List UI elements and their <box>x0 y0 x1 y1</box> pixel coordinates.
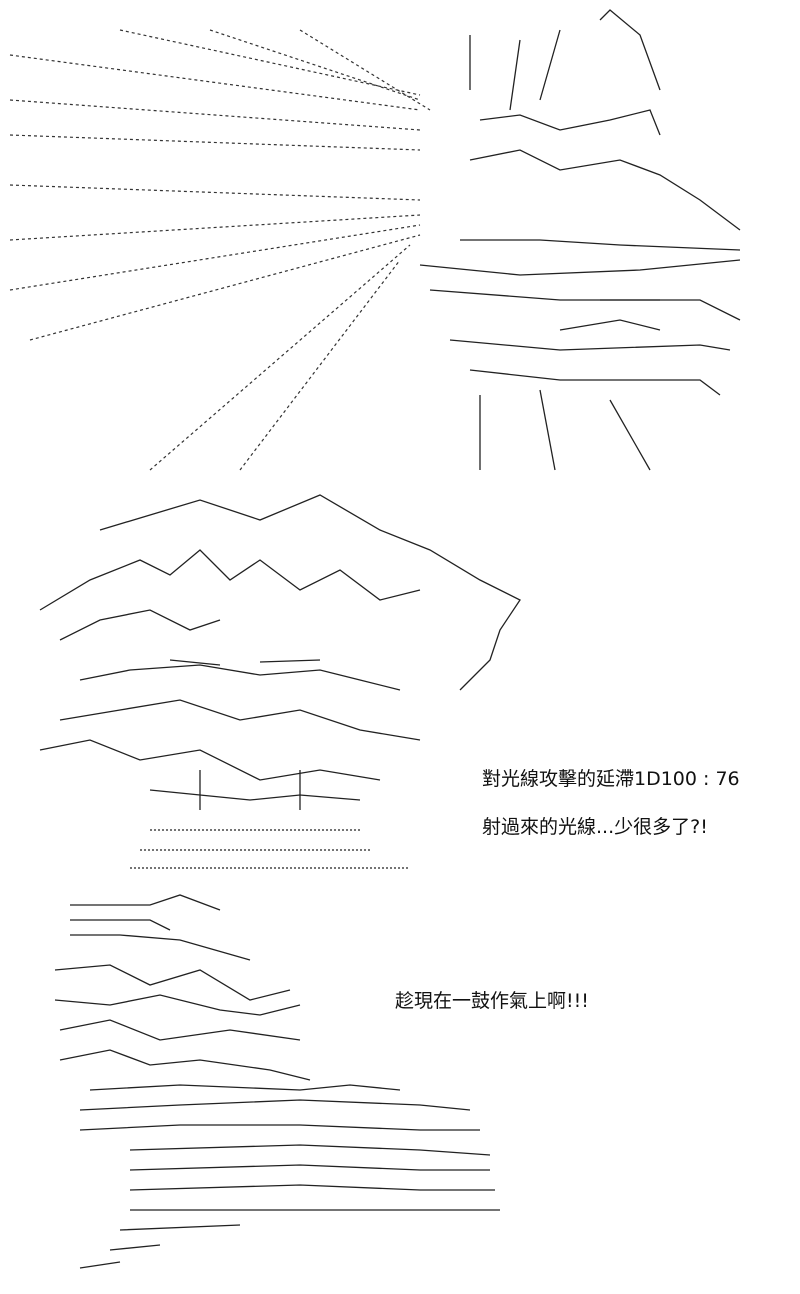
panel-2-caption-line-1: 對光線攻擊的延滯1D100 : 76 <box>482 768 740 790</box>
panel-1-art <box>0 0 800 485</box>
charging-figure-illustration <box>54 894 500 1269</box>
panel-2-caption-line-2: 射過來的光線...少很多了?! <box>482 816 708 838</box>
panel-3-art <box>0 890 800 1290</box>
light-beam-illustration <box>9 9 741 471</box>
panel-3-caption-line-1: 趁現在一鼓作氣上啊!!! <box>395 990 589 1012</box>
panel-2-art <box>0 490 800 885</box>
character-face-illustration <box>39 494 521 869</box>
